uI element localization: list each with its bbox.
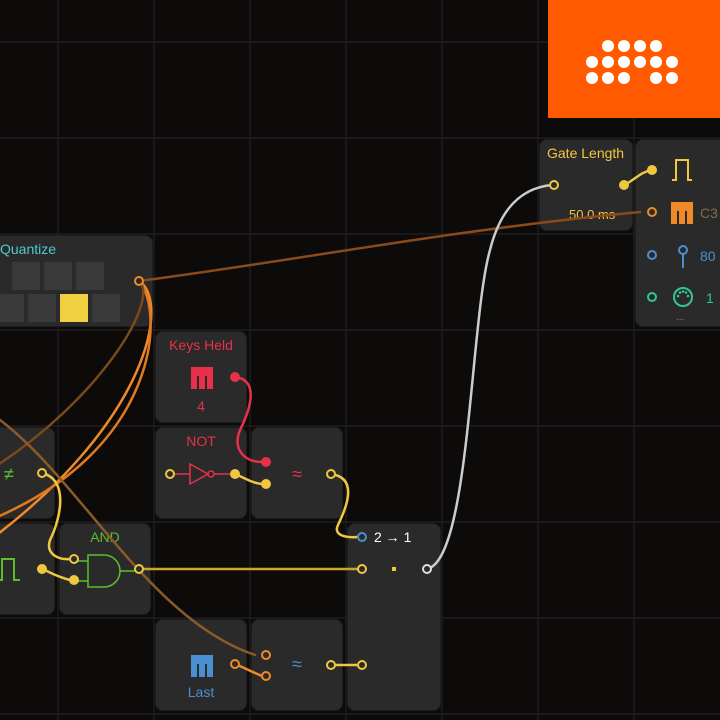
quantize-module[interactable]: Quantize	[0, 236, 152, 326]
quantize-title: Quantize	[0, 241, 57, 257]
not-module[interactable]: NOT	[156, 428, 246, 518]
velocity-icon	[678, 245, 688, 268]
logo-dots-icon	[586, 40, 678, 84]
piano-icon	[191, 367, 213, 390]
keys-held-module[interactable]: Keys Held 4	[156, 332, 246, 422]
note-out-module[interactable]: C3 80 1 ...	[636, 140, 720, 326]
piano-icon	[191, 655, 213, 678]
selector-2-to-1-module[interactable]: 2 → 1	[348, 524, 440, 710]
smooth-module-blue[interactable]: ≈	[252, 620, 342, 710]
pulse-icon	[0, 558, 20, 581]
gate-length-value[interactable]: 50.0 ms	[569, 207, 616, 222]
bitwig-logo	[548, 0, 720, 118]
keys-held-title: Keys Held	[169, 337, 233, 353]
velocity-value: 80	[700, 248, 716, 264]
not-title: NOT	[186, 433, 216, 449]
more-indicator[interactable]: ...	[676, 312, 685, 323]
channel-value: 1	[706, 290, 714, 306]
pitch-value: C3	[700, 205, 718, 221]
last-key-module[interactable]: Last	[156, 620, 246, 710]
approx-symbol: ≈	[292, 654, 302, 674]
and-title: AND	[90, 529, 120, 545]
and-gate-icon	[76, 554, 136, 588]
selector-indicator	[392, 567, 396, 571]
selector-title: 2 → 1	[374, 529, 412, 545]
gate-length-module[interactable]: Gate Length 50.0 ms	[540, 140, 632, 230]
gate-length-title: Gate Length	[547, 145, 625, 161]
pulse-icon	[672, 159, 692, 181]
approx-symbol: ≈	[292, 464, 302, 484]
midi-channel-icon	[673, 287, 693, 307]
smooth-module-red[interactable]: ≈	[252, 428, 342, 518]
keys-held-value: 4	[197, 398, 205, 414]
piano-icon	[671, 202, 693, 225]
not-equal-module[interactable]: ≠	[0, 428, 54, 518]
not-gate-icon	[174, 462, 230, 486]
pulse-module[interactable]	[0, 524, 54, 614]
not-equal-symbol: ≠	[4, 464, 14, 484]
last-title: Last	[187, 684, 215, 700]
and-module[interactable]: AND	[60, 524, 150, 614]
